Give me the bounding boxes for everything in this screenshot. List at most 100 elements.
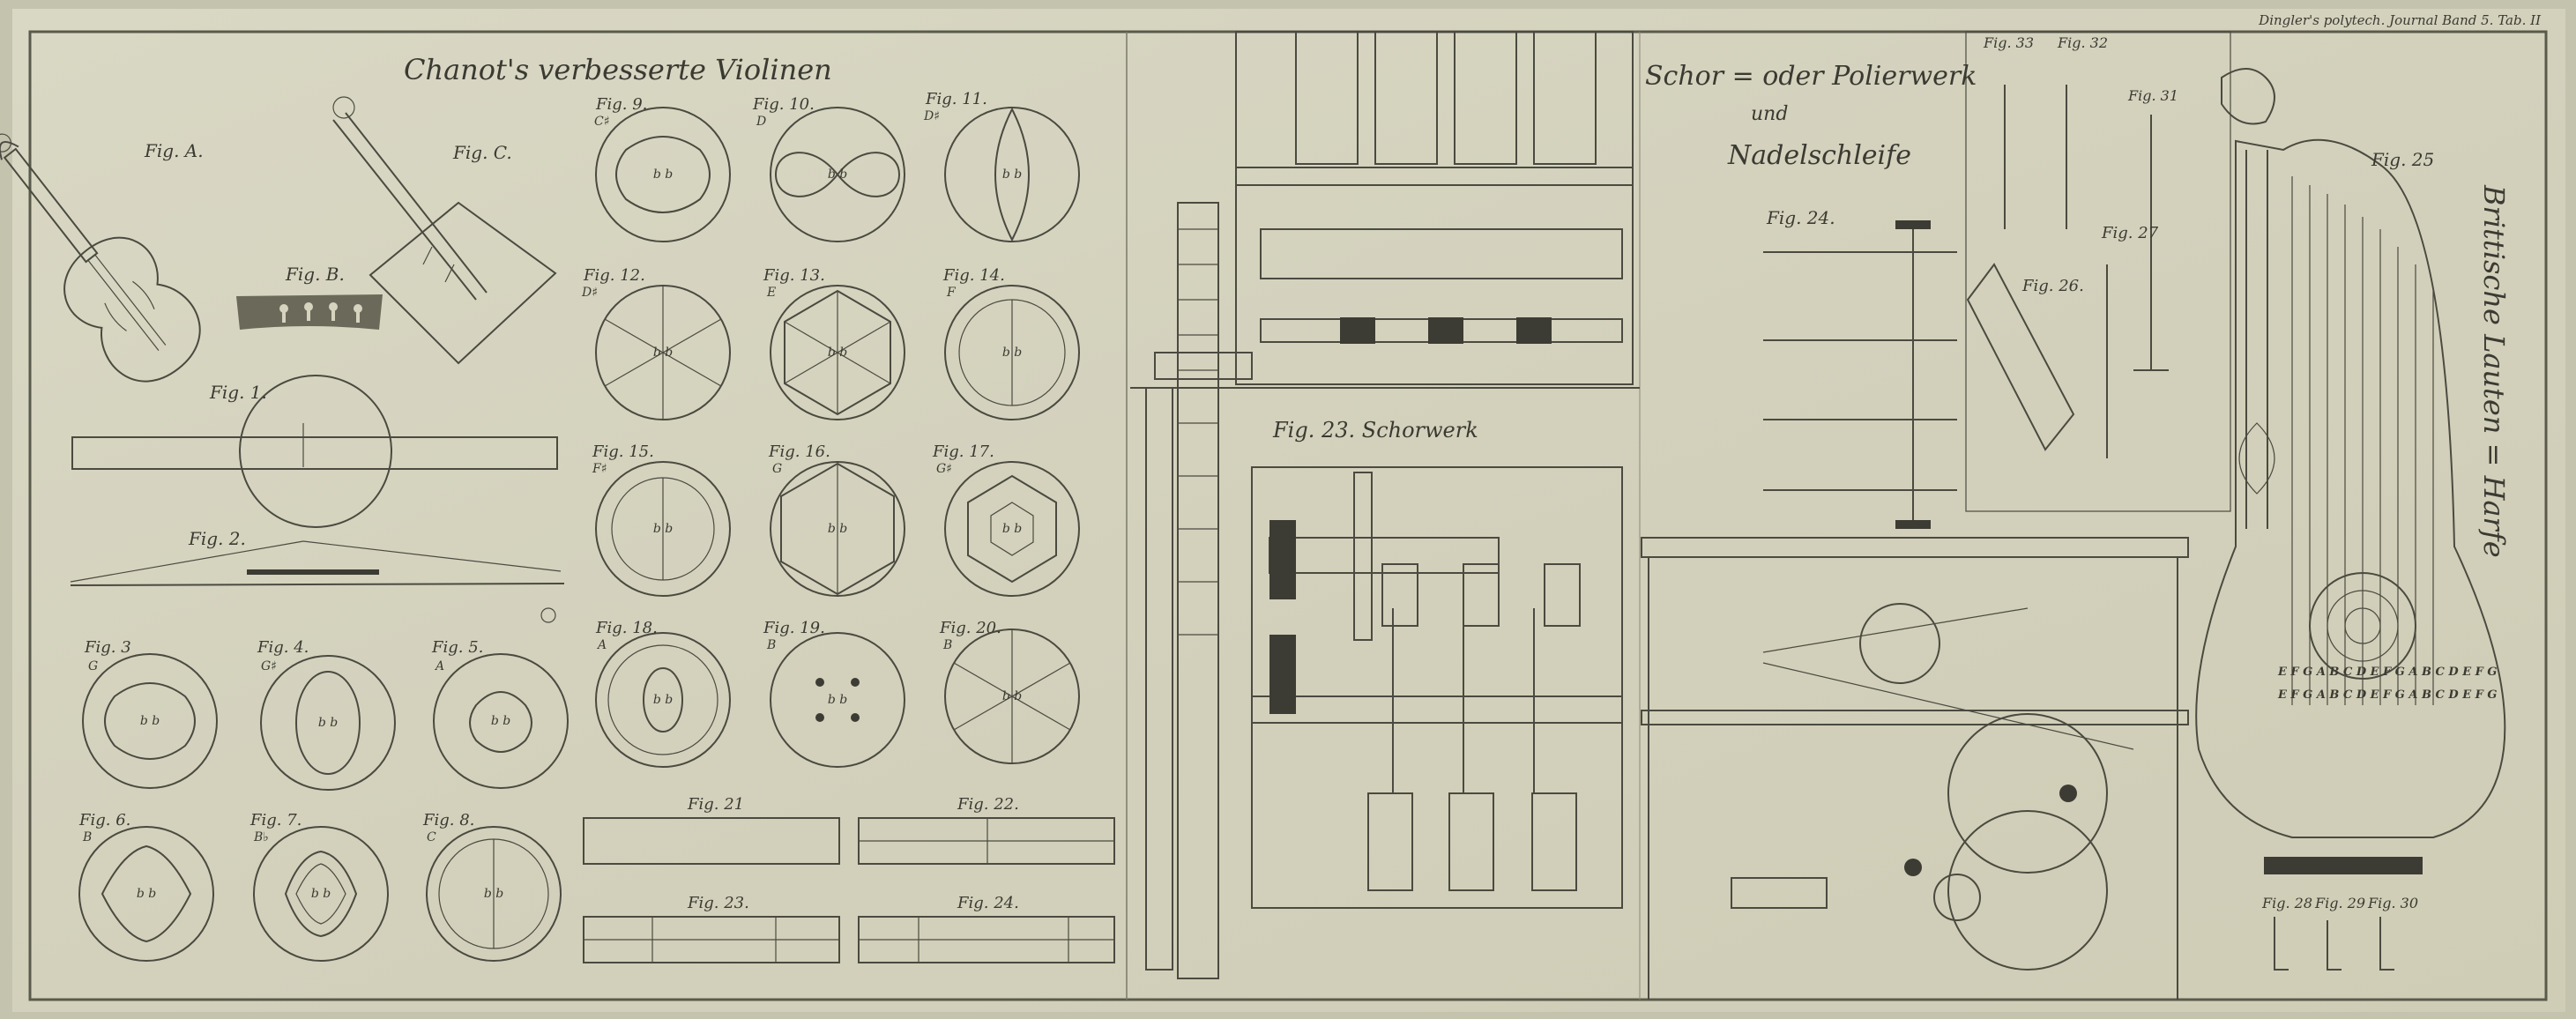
note-fig-18: A [596,638,607,652]
disc-fig-6 [78,826,214,962]
disc-label-18: b b [653,693,673,707]
note-fig-4: G♯ [261,659,277,673]
disc-fig-11 [944,107,1080,242]
label-fig-1: Fig. 1. [209,382,267,403]
note-fig-11: D♯ [923,109,940,123]
label-fig-22: Fig. 22. [957,795,1019,814]
bar-fig-22 [858,817,1115,865]
note-fig-9: C♯ [594,115,610,129]
disc-label-10: b b [828,167,847,182]
label-fig-14: Fig. 14. [942,266,1005,285]
polishing-title-3: Nadelschleife [1727,140,1911,171]
label-fig-12: Fig. 12. [583,266,645,285]
note-fig-3: G [88,659,98,673]
note-fig-6: B [82,830,92,844]
harp-title: Brittische Lauten = Harfe [2477,184,2511,558]
disc-fig-7 [253,826,389,962]
disc-fig-13 [770,285,905,420]
violin-fig-a [0,133,201,383]
violin-fig-c [332,96,557,365]
note-fig-17: G♯ [936,462,952,476]
disc-label-11: b b [1002,167,1022,182]
bar-fig-23 [583,916,840,963]
bar-fig-21 [583,817,840,865]
note-fig-8: C [427,830,436,844]
disc-label-8: b b [484,887,503,901]
disc-label-9: b b [653,167,673,182]
label-fig-a: Fig. A. [144,140,204,161]
disc-fig-19 [770,632,905,768]
label-fig-6: Fig. 6. [78,811,130,829]
disc-label-16: b b [828,522,847,536]
label-fig-7: Fig. 7. [249,811,302,829]
note-fig-10: D [756,115,766,129]
label-fig-17: Fig. 17. [932,443,994,461]
note-fig-16: G [772,462,782,476]
label-fig-23: Fig. 23. [687,894,749,912]
harp-strings-row-1: E F G A B C D E F G A B C D E F G [2277,666,2498,679]
disc-fig-12 [595,285,731,420]
disc-label-20: b b [1002,689,1022,703]
polishing-title-2: und [1751,103,1788,125]
disc-fig-3 [82,653,218,789]
disc-fig-10 [770,107,905,242]
disc-fig-16 [770,461,905,597]
label-fig-25: Fig. 25 [2371,149,2434,170]
bar-fig-24 [858,916,1115,963]
note-fig-12: D♯ [581,286,598,300]
label-fig-9: Fig. 9. [595,95,647,114]
disc-label-6: b b [137,887,156,901]
disc-label-3: b b [140,714,160,728]
harp-section [1965,31,2506,971]
label-fig-30: Fig. 30 [2367,895,2418,911]
note-fig-7: B♭ [253,830,269,844]
disc-label-12: b b [653,346,673,360]
label-fig-11: Fig. 11. [925,90,987,108]
disc-fig-14 [944,285,1080,420]
label-fig-31: Fig. 31 [2127,87,2178,104]
label-fig-10: Fig. 10. [752,95,815,114]
disc-fig-20 [944,629,1080,764]
label-fig-20: Fig. 20. [939,619,1001,637]
note-fig-13: E [766,286,776,300]
disc-label-7: b b [311,887,331,901]
header-right: Dingler's polytech. Journal Band 5. Tab.… [2258,12,2542,28]
label-fig-29: Fig. 29 [2314,895,2365,911]
label-fig-18: Fig. 18. [595,619,658,637]
disc-fig-9 [595,107,731,242]
label-fig-16: Fig. 16. [768,443,830,461]
disc-label-19: b b [828,693,847,707]
label-fig-24: Fig. 24. [957,894,1019,912]
label-fig-21: Fig. 21 [687,795,744,814]
label-fig-8: Fig. 8. [422,811,474,829]
violin-fig-2 [70,540,565,623]
label-fig-19: Fig. 19. [763,619,825,637]
polishing-title-1: Schor = oder Polierwerk [1645,61,1977,92]
paper-sheet [12,9,2565,1012]
violin-title: Chanot's verbesserte Violinen [404,53,832,86]
label-fig-26: Fig. 26. [2021,277,2084,295]
label-fig-2: Fig. 2. [188,528,246,549]
disc-label-13: b b [828,346,847,360]
violin-fig-1 [71,375,558,528]
note-fig-20: B [942,638,952,652]
disc-fig-15 [595,461,731,597]
label-right-fig-24: Fig. 24. [1766,207,1835,228]
disc-label-4: b b [318,716,338,730]
label-fig-c: Fig. C. [452,142,512,163]
disc-fig-18 [595,632,731,768]
disc-fig-8 [426,826,562,962]
violin-section [0,96,1115,963]
label-fig-4: Fig. 4. [257,638,309,657]
label-fig-27: Fig. 27 [2101,224,2159,242]
harp-strings-row-2: E F G A B C D E F G A B C D E F G [2277,688,2498,702]
schorwerk-label: Fig. 23. Schorwerk [1272,418,1478,443]
note-fig-19: B [766,638,776,652]
disc-fig-17 [944,461,1080,597]
note-fig-14: F [946,286,957,300]
label-fig-3: Fig. 3 [84,638,131,657]
disc-fig-4 [260,655,396,791]
label-fig-15: Fig. 15. [592,443,654,461]
note-fig-5: A [434,659,444,673]
